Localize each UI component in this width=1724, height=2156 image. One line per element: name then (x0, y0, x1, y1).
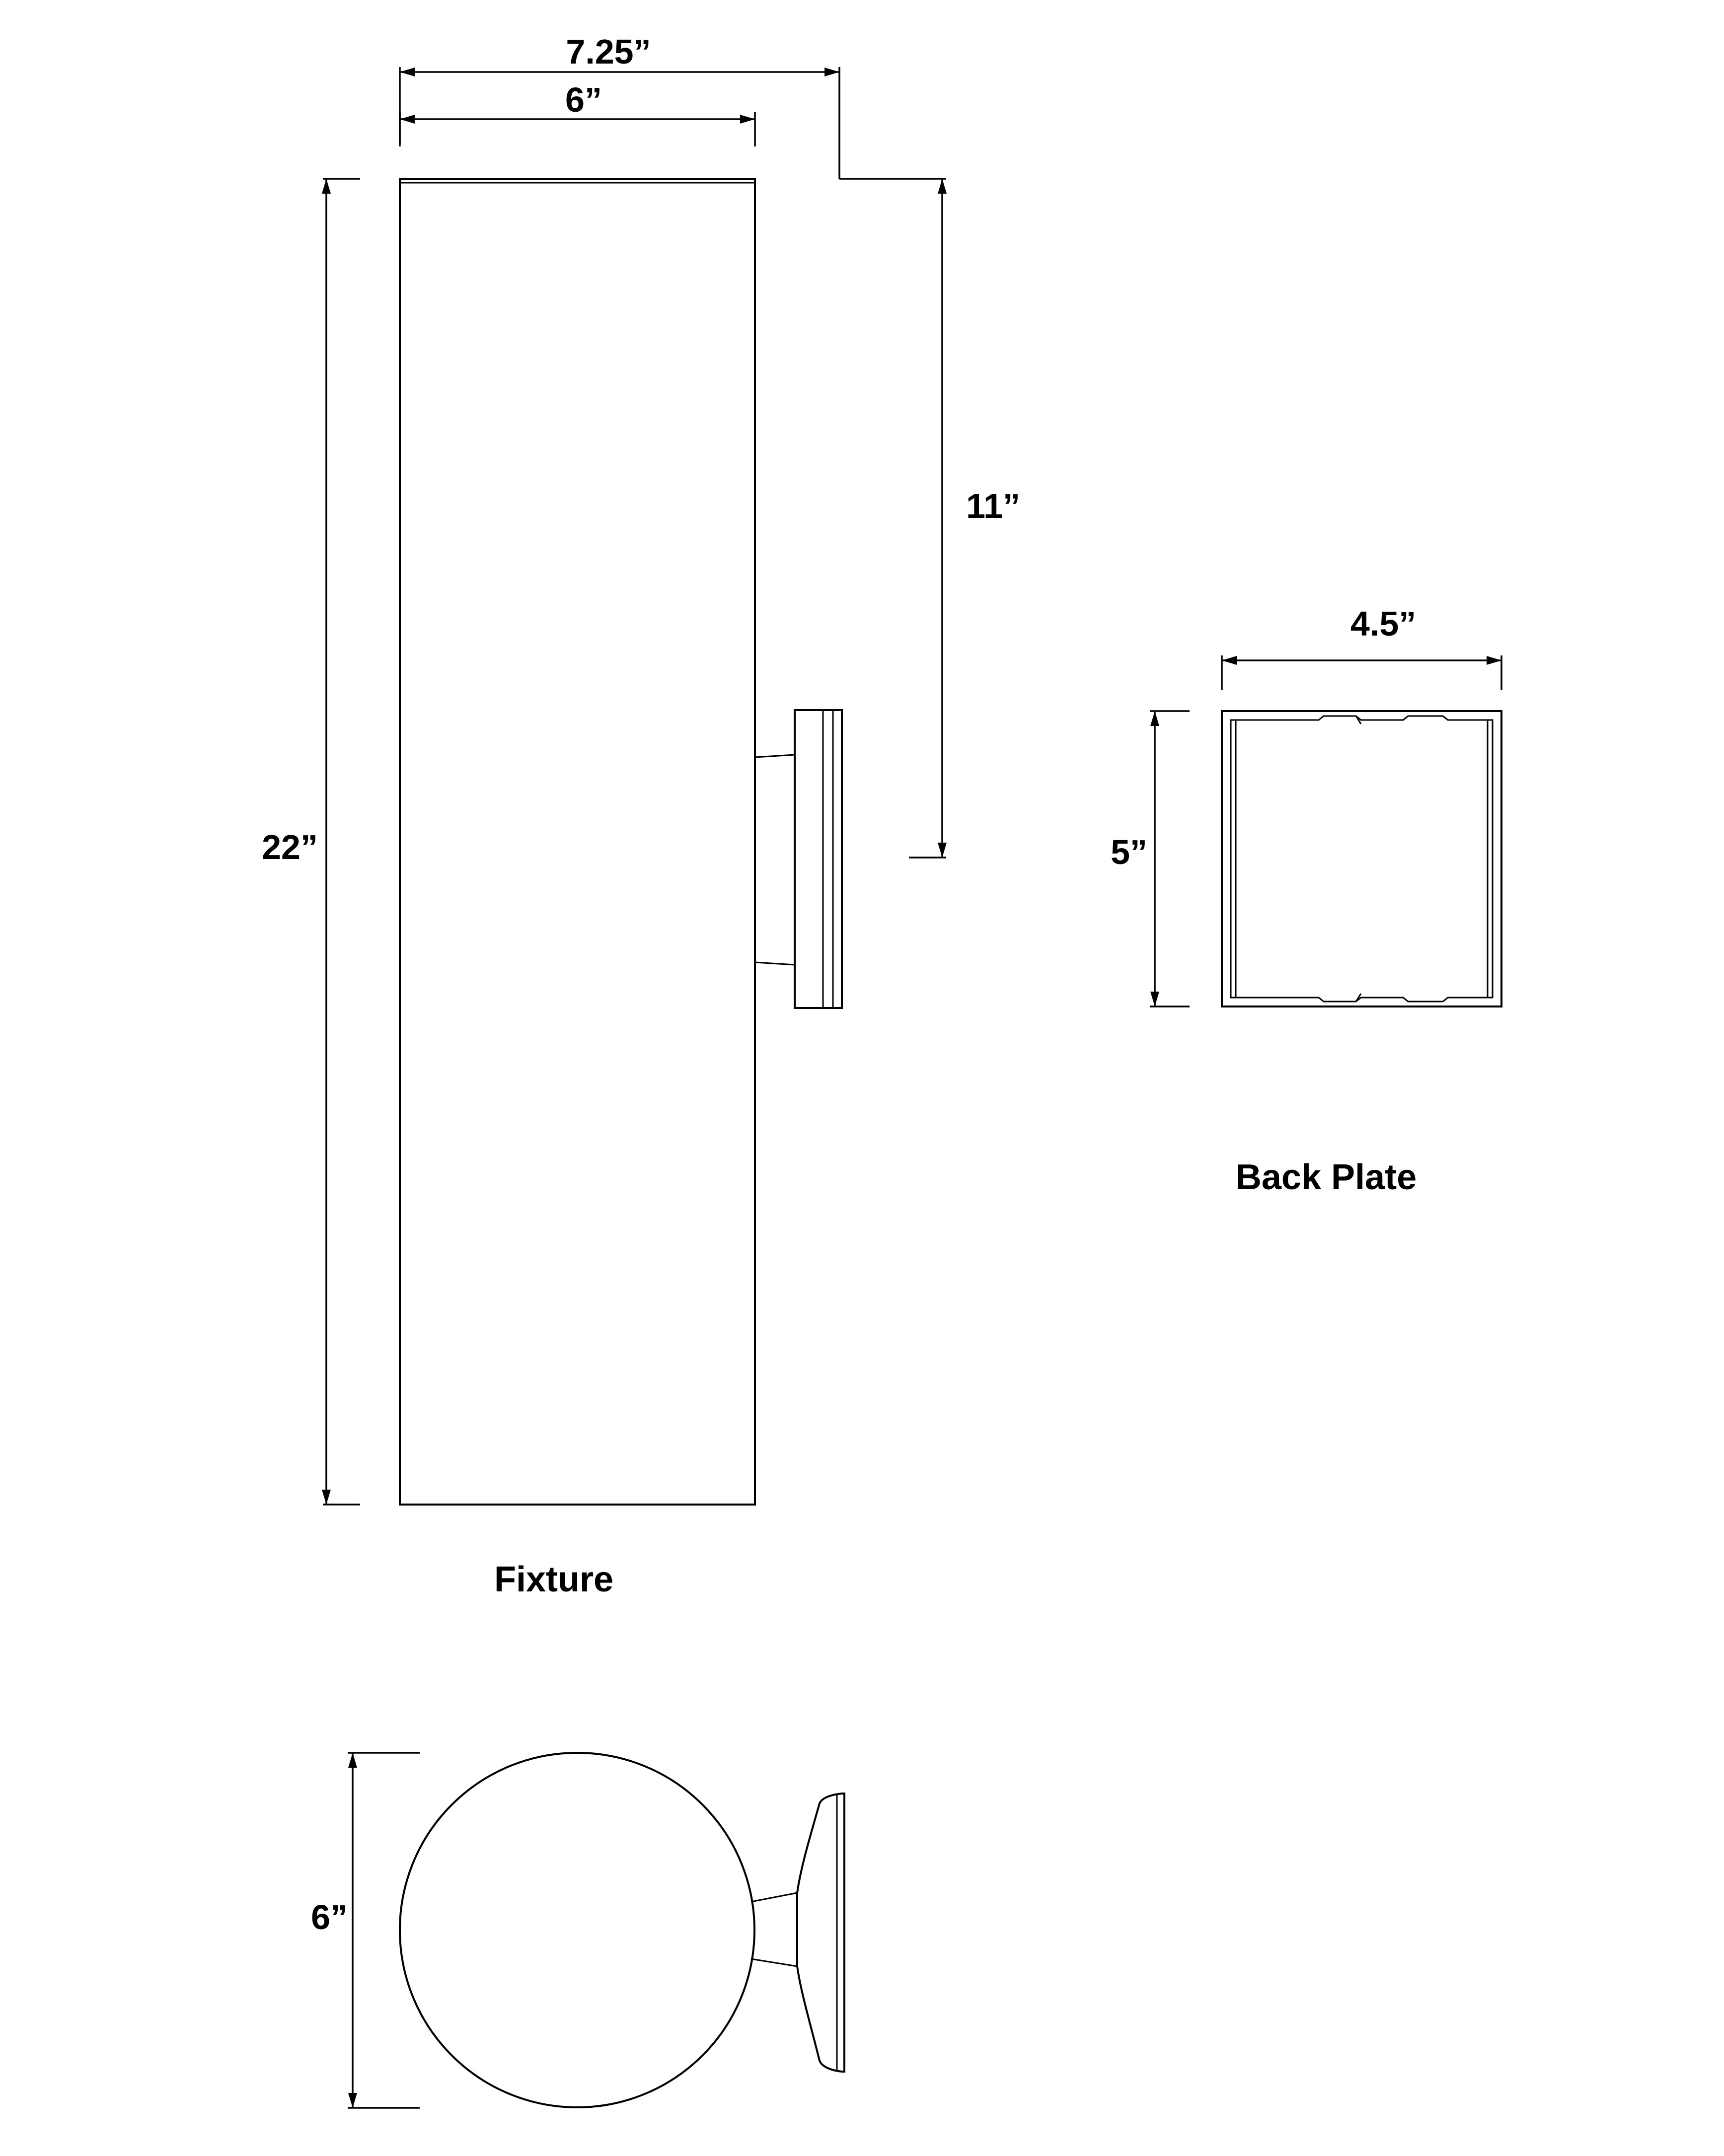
dim-diameter-label: 6” (311, 1898, 348, 1937)
fixture-body (399, 178, 756, 1506)
dim-overall-depth-label: 7.25” (566, 32, 651, 71)
fixture-caption: Fixture (494, 1560, 613, 1599)
wall-bracket (796, 1793, 845, 2073)
back-plate-caption: Back Plate (1236, 1157, 1417, 1197)
fixture-top-view: 6” (311, 1752, 845, 2109)
dim-mount-height-label: 11” (966, 487, 1020, 525)
dim-fixture-width-label: 6” (565, 80, 602, 119)
dim-plate-height-label: 5” (1111, 833, 1147, 871)
dim-fixture-width: 6” (399, 80, 756, 146)
dim-mount-height: 11” (839, 178, 1020, 859)
back-plate-view: 4.5” 5” (1111, 604, 1502, 1007)
fixture-side-view (399, 178, 843, 1506)
dim-overall-depth: 7.25” (399, 32, 840, 179)
fixture-circle (399, 1752, 755, 2108)
fixture-wall-plate (794, 709, 843, 1009)
dim-plate-width-label: 4.5” (1350, 604, 1416, 643)
dim-fixture-height-label: 22” (262, 828, 318, 866)
dim-fixture-height: 22” (262, 178, 360, 1506)
back-plate-body (1221, 710, 1502, 1007)
